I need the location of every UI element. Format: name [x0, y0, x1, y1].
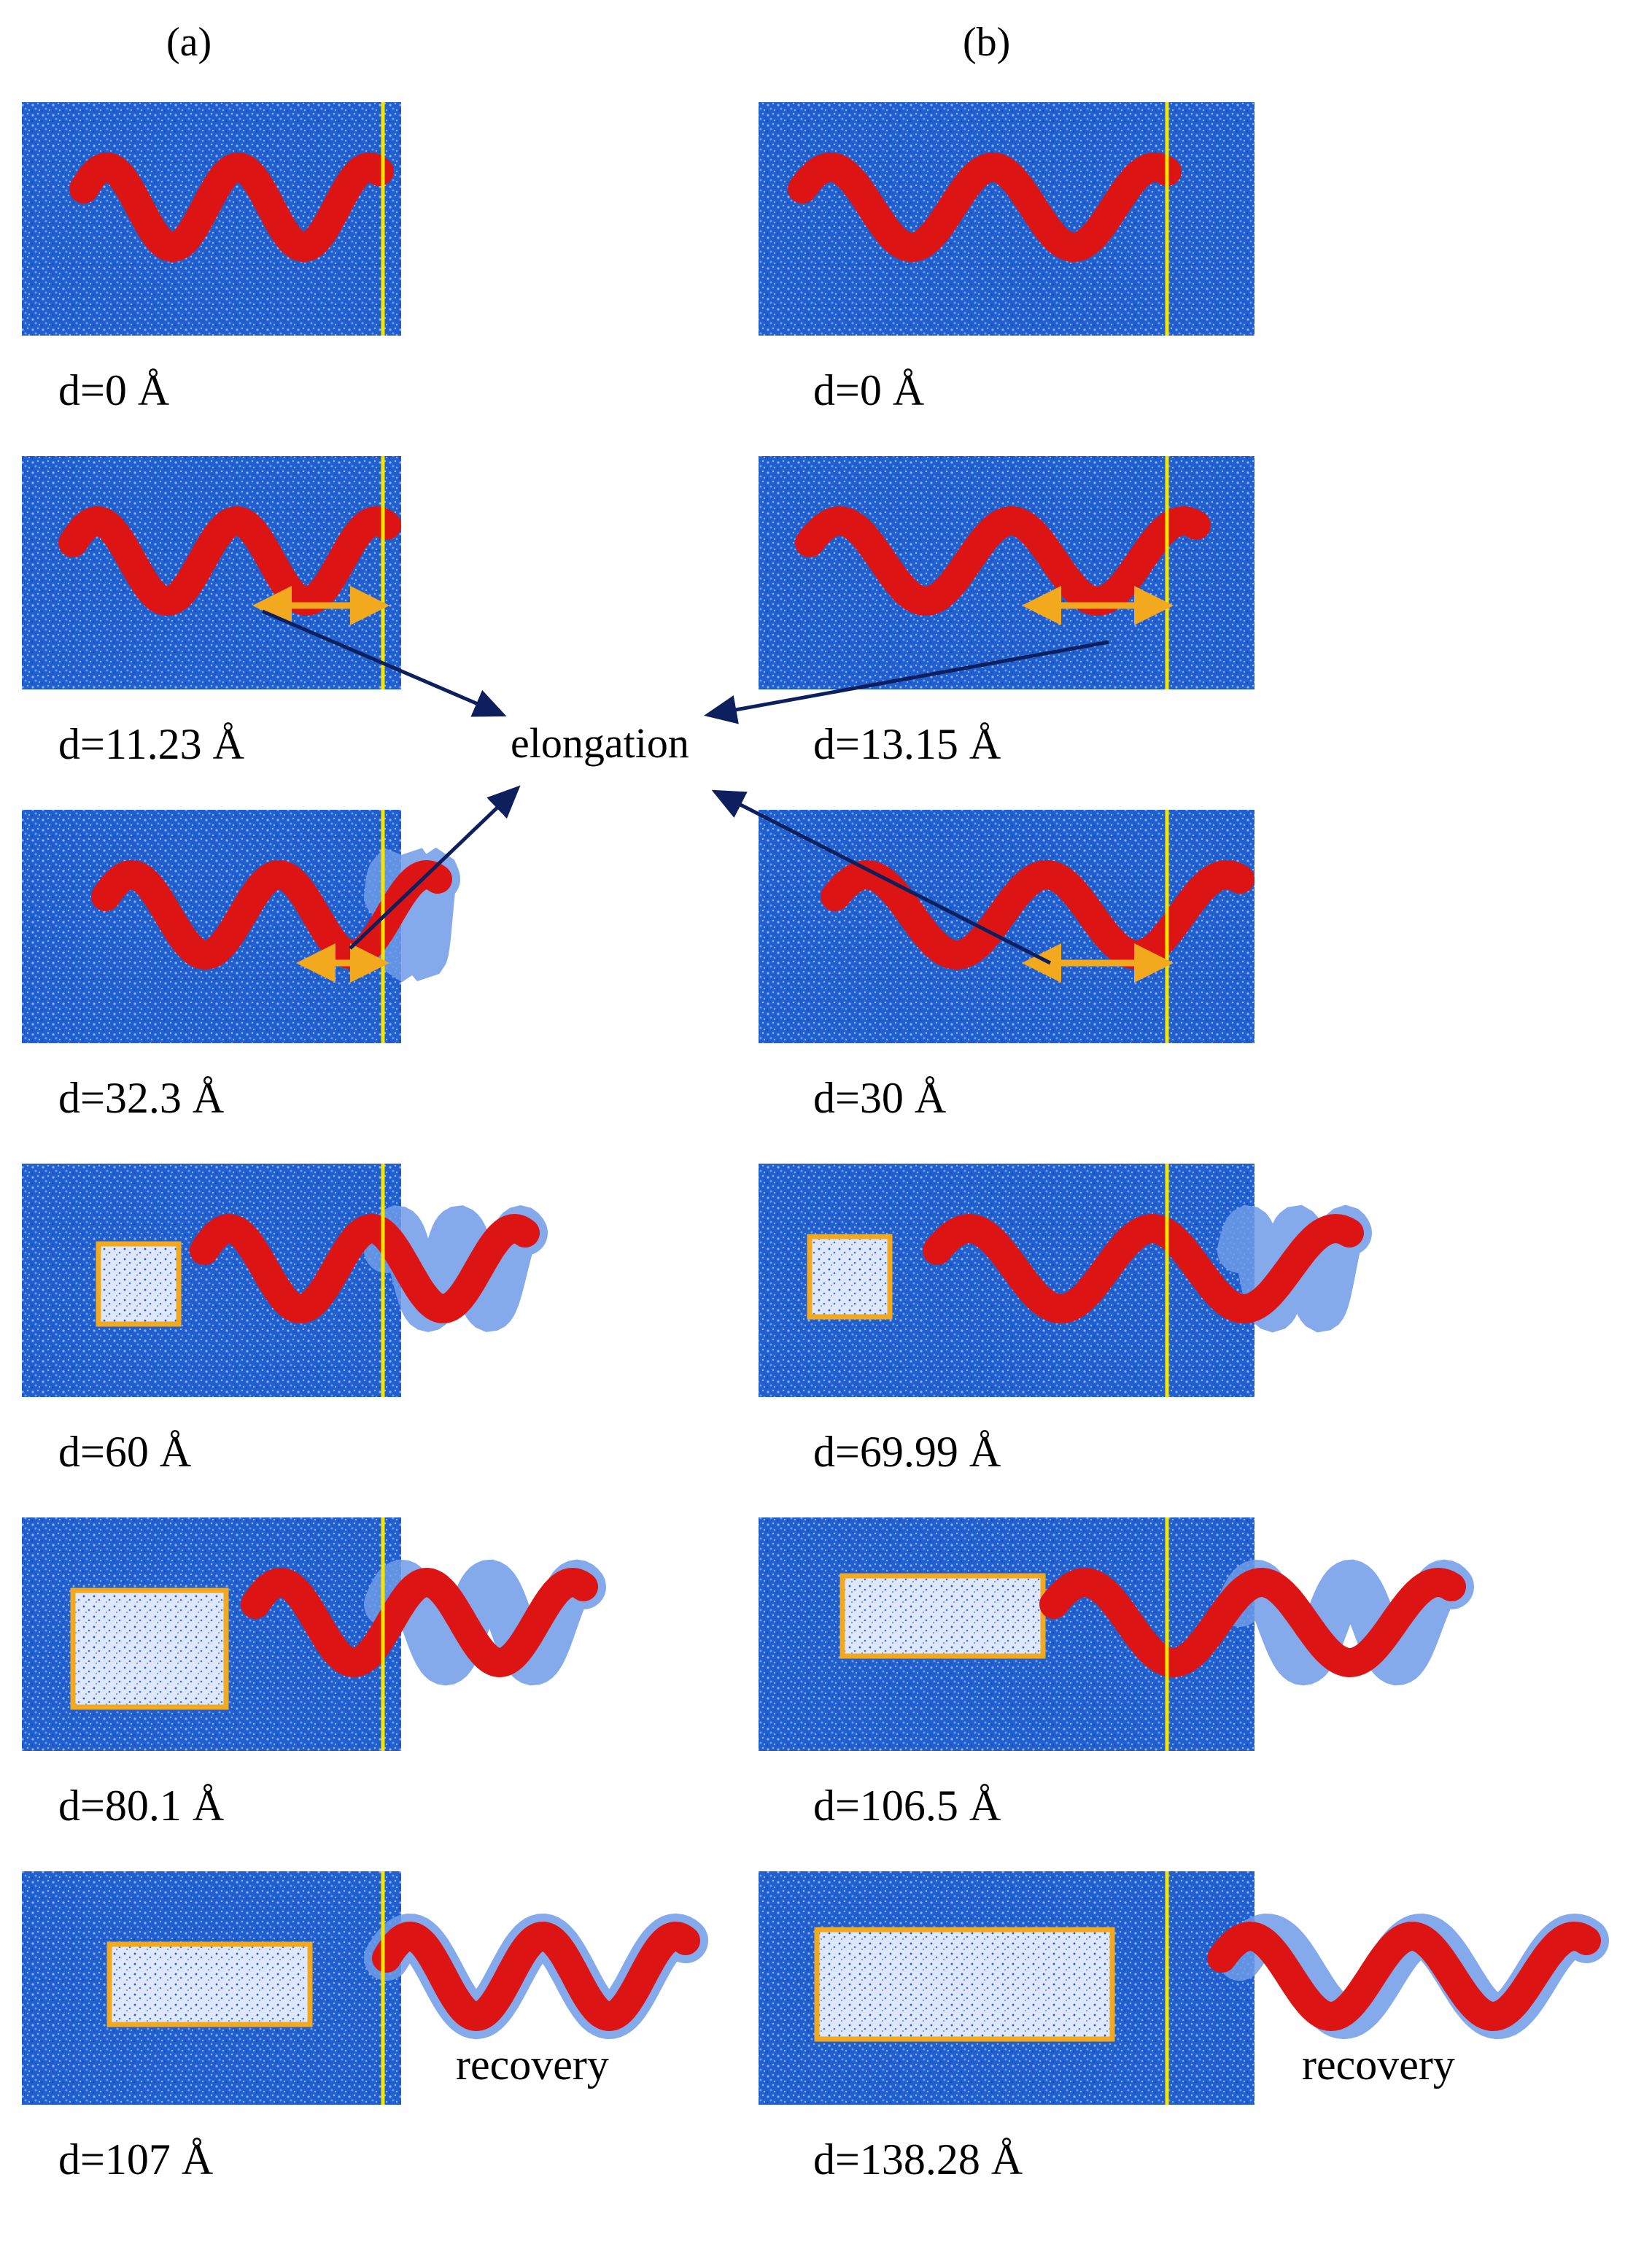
- cavity-box: [106, 1941, 313, 2027]
- water-slab: [22, 810, 401, 1043]
- md-panel: [22, 102, 401, 336]
- hydration-shell: [1217, 1204, 1372, 1333]
- cavity-box: [839, 1573, 1046, 1659]
- displacement-label: d=106.5 Å: [813, 1782, 1001, 1830]
- cavity-box: [70, 1587, 229, 1710]
- md-panel: [759, 456, 1254, 689]
- md-panel: [759, 1871, 1609, 2105]
- recovery-label: recovery: [1302, 2041, 1455, 2089]
- polymer-chain: [190, 1214, 540, 1323]
- polymer-chain: [241, 1568, 598, 1677]
- callout-arrow: [262, 609, 507, 717]
- displacement-label: d=138.28 Å: [813, 2135, 1023, 2184]
- displacement-label: d=13.15 Å: [813, 720, 1001, 768]
- polymer-chain: [788, 152, 1182, 262]
- hydration-shell: [1217, 1559, 1474, 1686]
- elongation-label: elongation: [511, 719, 689, 767]
- column-label-a: (a): [166, 20, 212, 65]
- callout-arrow: [704, 640, 1109, 724]
- polymer-chain: [1039, 1568, 1466, 1677]
- polymer-chain: [58, 506, 401, 616]
- md-panel: [22, 1517, 606, 1751]
- md-panel: [759, 810, 1254, 1043]
- displacement-label: d=11.23 Å: [58, 720, 244, 768]
- polymer-chain: [372, 1922, 700, 2031]
- displacement-label: d=107 Å: [58, 2135, 214, 2184]
- displacement-label: d=0 Å: [58, 366, 170, 414]
- md-panel: [759, 1517, 1474, 1751]
- md-panel: [22, 456, 401, 689]
- recovery-label: recovery: [456, 2041, 609, 2089]
- water-slab: [759, 456, 1254, 689]
- polymer-chain: [795, 506, 1211, 616]
- displacement-label: d=69.99 Å: [813, 1428, 1001, 1476]
- cavity-box: [807, 1234, 893, 1320]
- hydration-shell: [364, 1559, 606, 1686]
- cavity-box: [96, 1241, 182, 1327]
- water-slab: [759, 102, 1254, 336]
- displacement-label: d=30 Å: [813, 1074, 947, 1122]
- polymer-chain: [69, 152, 394, 262]
- md-panel: [22, 1871, 708, 2105]
- md-panel: [22, 1164, 548, 1397]
- cavity-box: [814, 1927, 1115, 2042]
- md-panel: [22, 810, 460, 1043]
- md-panel: [759, 102, 1254, 336]
- displacement-label: d=60 Å: [58, 1428, 192, 1476]
- polymer-chain: [1207, 1922, 1601, 2031]
- callout-arrow: [349, 785, 521, 950]
- callout-arrow: [711, 789, 1052, 965]
- md-panel: [759, 1164, 1372, 1397]
- displacement-label: d=0 Å: [813, 366, 925, 414]
- column-label-b: (b): [963, 20, 1011, 65]
- polymer-chain: [821, 860, 1254, 970]
- displacement-label: d=32.3 Å: [58, 1074, 225, 1122]
- displacement-label: d=80.1 Å: [58, 1782, 225, 1830]
- polymer-chain: [923, 1214, 1364, 1323]
